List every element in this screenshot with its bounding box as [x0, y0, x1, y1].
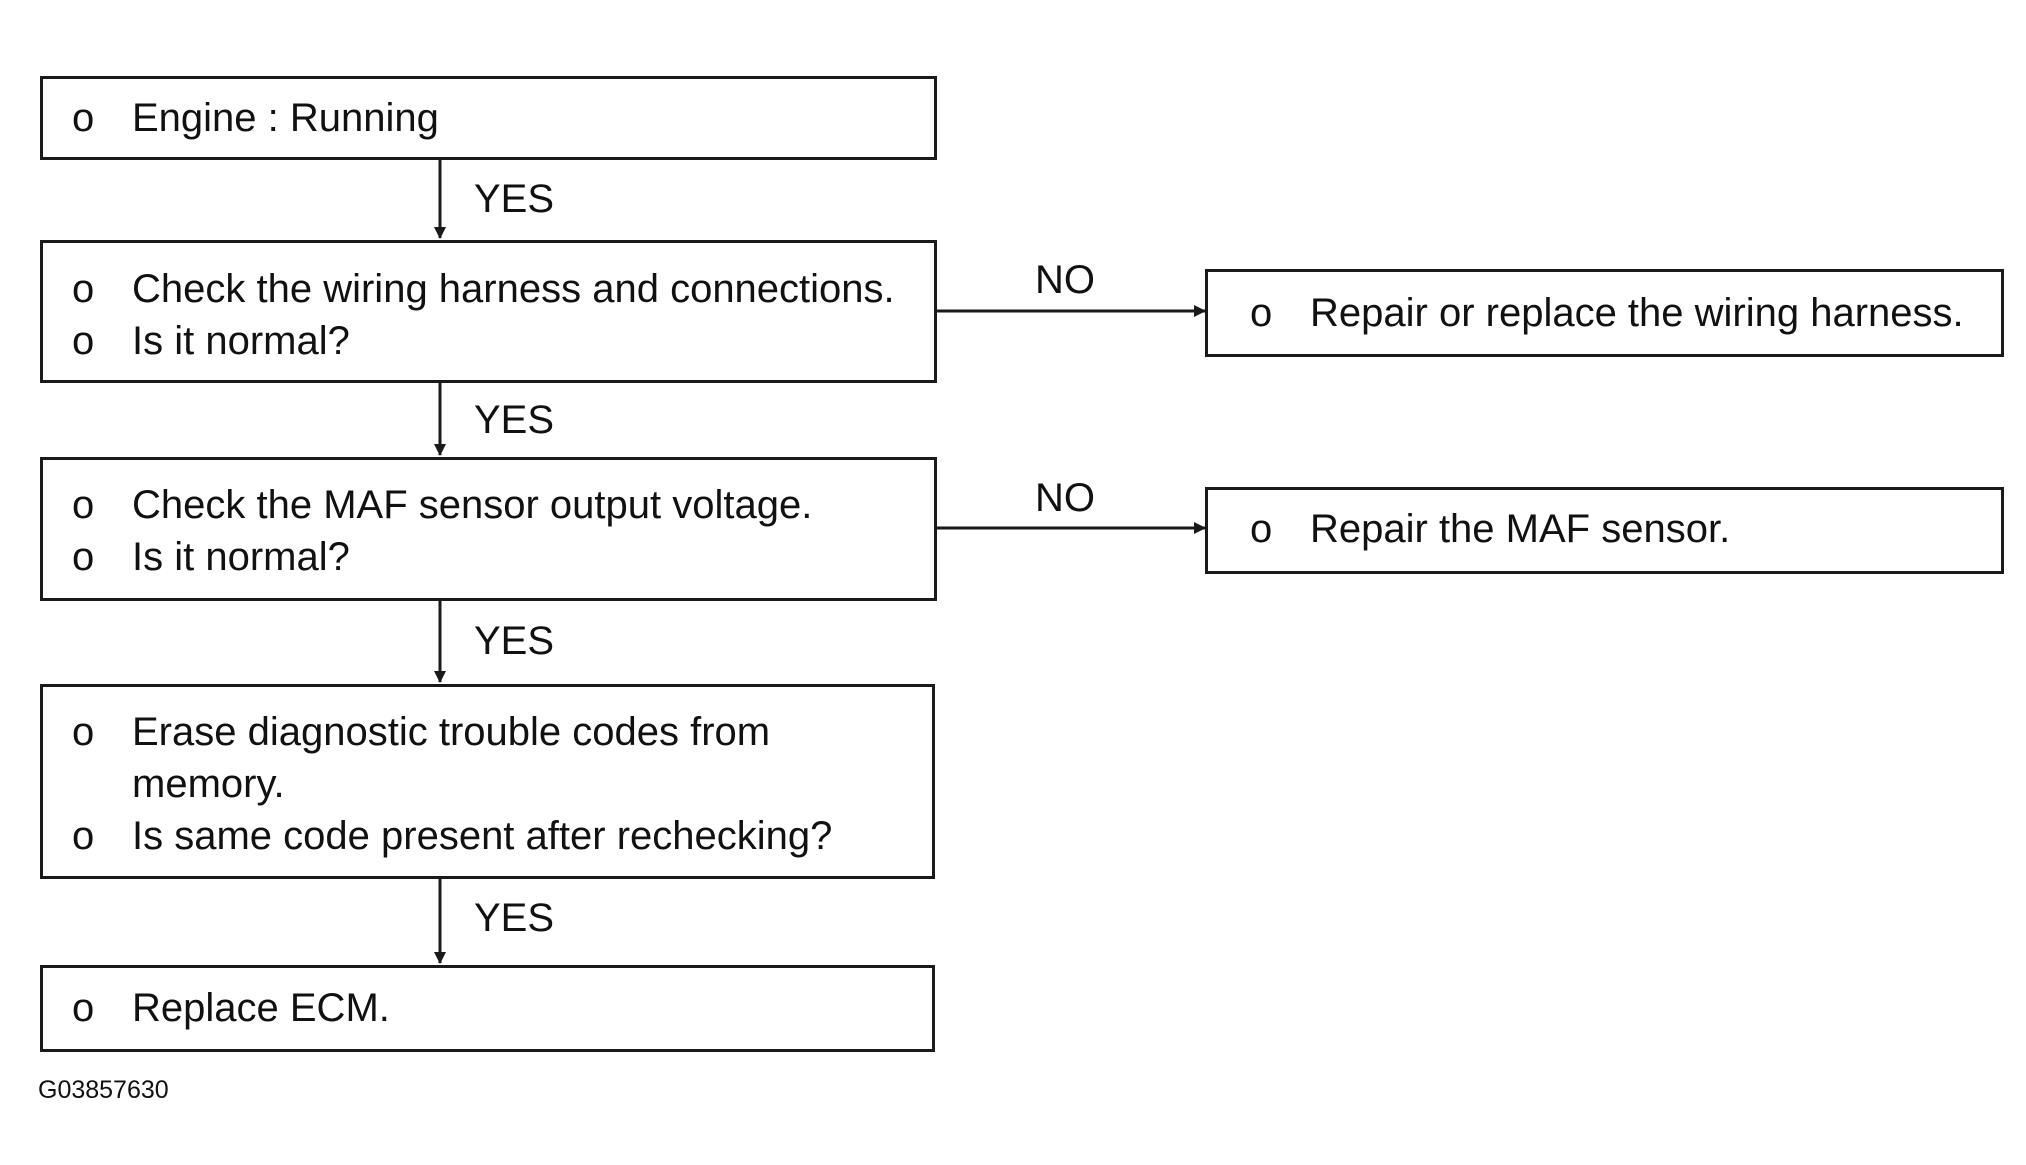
- step-text: Erase diagnostic trouble codes from: [132, 710, 771, 754]
- outcome-box-repair-wiring: o Repair or replace the wiring harness.: [1205, 269, 2004, 357]
- step-line: o Replace ECM.: [72, 982, 390, 1034]
- step-text: Engine : Running: [132, 96, 439, 140]
- yes-label: YES: [474, 896, 555, 940]
- step-line: o Engine : Running: [72, 92, 439, 144]
- outcome-line: o Repair or replace the wiring harness.: [1250, 287, 1964, 339]
- step-text: Check the wiring harness and connections…: [132, 267, 895, 311]
- bullet-marker: o: [72, 319, 95, 363]
- outcome-box-repair-maf: o Repair the MAF sensor.: [1205, 487, 2004, 574]
- step-text: memory.: [132, 762, 285, 806]
- outcome-text: Repair or replace the wiring harness.: [1310, 291, 1964, 335]
- no-label: NO: [1035, 476, 1095, 520]
- bullet-marker: o: [72, 710, 95, 754]
- no-label: NO: [1035, 258, 1095, 302]
- bullet-marker: o: [1250, 507, 1273, 551]
- step-box-wiring: o Check the wiring harness and connectio…: [40, 240, 937, 383]
- bullet-marker: o: [72, 96, 95, 140]
- step-box-engine: o Engine : Running: [40, 76, 937, 160]
- step-text: Check the MAF sensor output voltage.: [132, 483, 813, 527]
- step-line: memory.: [72, 758, 285, 810]
- step-text: Is it normal?: [132, 535, 350, 579]
- step-line: o Is it normal?: [72, 315, 350, 367]
- bullet-marker: o: [72, 267, 95, 311]
- figure-id: G03857630: [38, 1076, 169, 1104]
- step-line: o Is same code present after rechecking?: [72, 810, 832, 862]
- step-box-erase: o Erase diagnostic trouble codes from me…: [40, 684, 935, 879]
- step-text: Is it normal?: [132, 319, 350, 363]
- step-text: Replace ECM.: [132, 986, 390, 1030]
- outcome-text: Repair the MAF sensor.: [1310, 507, 1731, 551]
- bullet-marker: o: [72, 483, 95, 527]
- bullet-marker: o: [72, 535, 95, 579]
- step-line: o Erase diagnostic trouble codes from: [72, 706, 770, 758]
- step-text: Is same code present after rechecking?: [132, 814, 833, 858]
- step-box-ecm: o Replace ECM.: [40, 965, 935, 1052]
- step-box-maf: o Check the MAF sensor output voltage. o…: [40, 457, 937, 601]
- bullet-marker: o: [72, 986, 95, 1030]
- outcome-line: o Repair the MAF sensor.: [1250, 503, 1730, 555]
- step-line: o Check the wiring harness and connectio…: [72, 263, 895, 315]
- yes-label: YES: [474, 619, 555, 663]
- yes-label: YES: [474, 177, 555, 221]
- bullet-marker: o: [1250, 291, 1273, 335]
- step-line: o Is it normal?: [72, 531, 350, 583]
- bullet-marker: o: [72, 814, 95, 858]
- yes-label: YES: [474, 398, 555, 442]
- step-line: o Check the MAF sensor output voltage.: [72, 479, 812, 531]
